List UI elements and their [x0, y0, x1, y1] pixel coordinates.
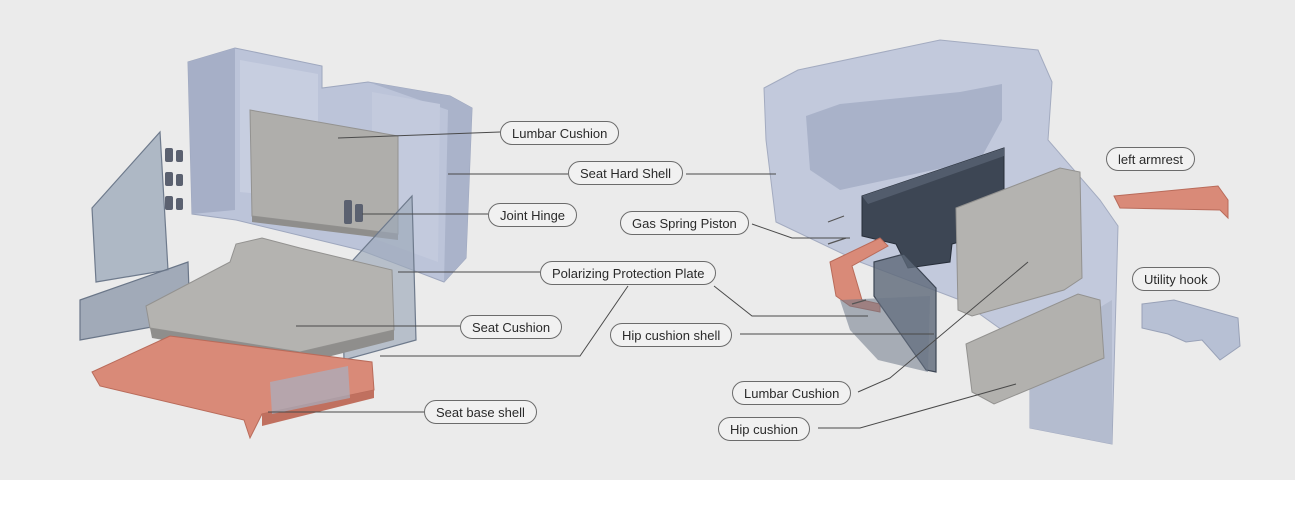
- hip-cushion-right: [965, 293, 1105, 405]
- lumbar-cushion-right: [955, 167, 1083, 317]
- callout-joint-hinge: Joint Hinge: [488, 203, 578, 227]
- callout-hip-cushion-shell: Hip cushion shell: [610, 323, 733, 347]
- joint-hinge-parts: [165, 148, 363, 224]
- callout-lumbar-cushion-right: Lumbar Cushion: [732, 381, 852, 405]
- lumbar-cushion-left: [249, 109, 399, 240]
- fastener-screws: [827, 215, 867, 305]
- utility-hook-part: [1141, 299, 1241, 361]
- callout-hip-cushion: Hip cushion: [718, 417, 810, 441]
- illustration-layer: [79, 39, 1241, 445]
- left-assembly: [79, 47, 473, 440]
- leader-lines: [268, 131, 1029, 429]
- seat-cushion-left: [145, 237, 395, 364]
- callout-seat-hard-shell: Seat Hard Shell: [568, 161, 684, 185]
- callout-seat-base-shell: Seat base shell: [424, 400, 537, 424]
- seat-base-shell-left: [91, 335, 375, 440]
- right-assembly: [763, 39, 1241, 445]
- callout-left-armrest: left armrest: [1106, 147, 1196, 171]
- callout-seat-cushion: Seat Cushion: [460, 315, 563, 339]
- callout-polarizing-protection-plate: Polarizing Protection Plate: [540, 261, 717, 285]
- callout-utility-hook: Utility hook: [1132, 267, 1220, 291]
- left-armrest-part: [1113, 185, 1229, 220]
- callout-gas-spring-piston: Gas Spring Piston: [620, 211, 749, 235]
- callout-lumbar-cushion-left: Lumbar Cushion: [500, 121, 620, 145]
